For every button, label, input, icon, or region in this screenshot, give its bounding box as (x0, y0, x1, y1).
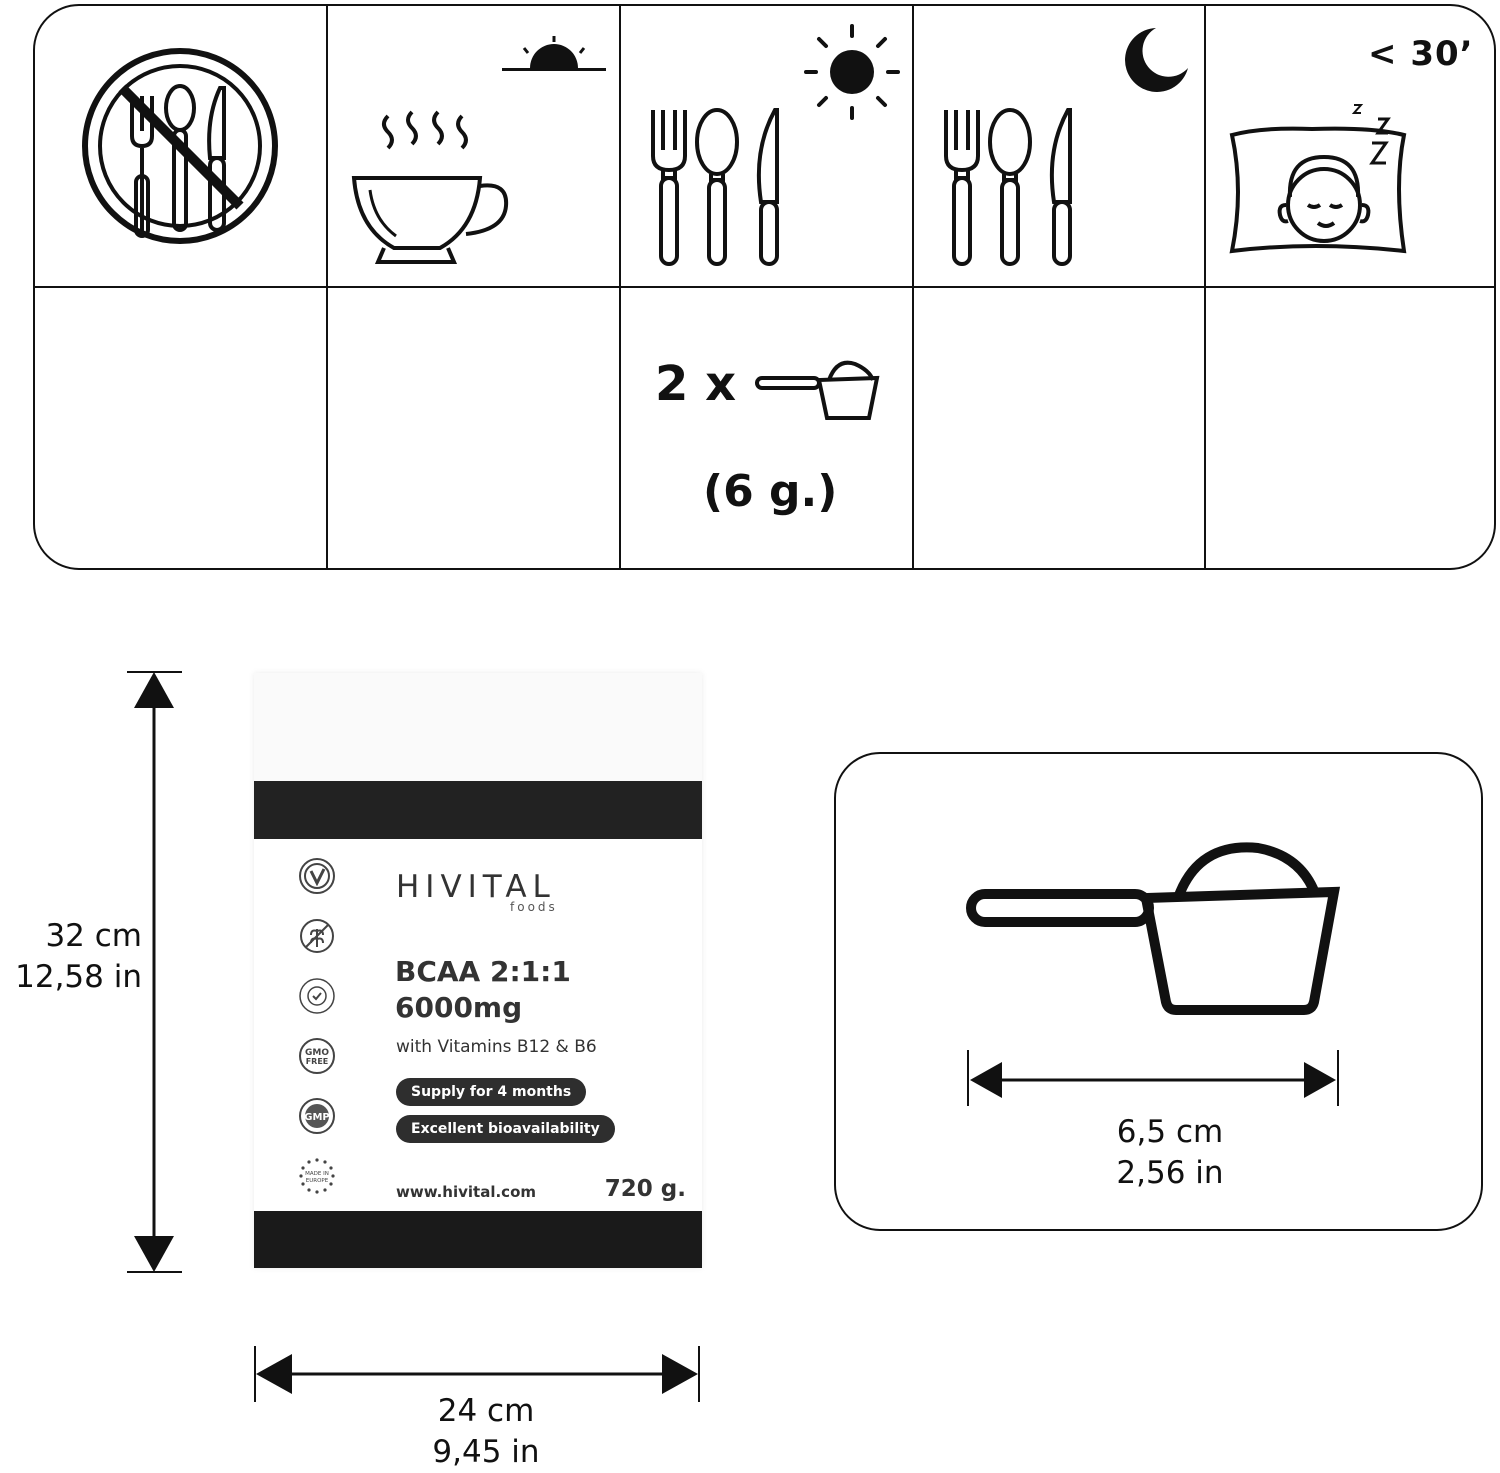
sunrise-icon (502, 36, 606, 71)
sun-icon (804, 24, 900, 120)
svg-text:GMP: GMP (304, 1112, 330, 1123)
pill-bioavailability: Excellent bioavailability (396, 1115, 615, 1143)
cutlery-icon (944, 108, 1072, 266)
brand-subtitle: foods (510, 900, 558, 914)
product-vitamins: with Vitamins B12 & B6 (396, 1037, 597, 1057)
scoop-width-cm: 6,5 cm (1116, 1114, 1224, 1150)
dosage-schedule-table: 2 x (6 g.) < 30’ (33, 4, 1496, 570)
gmp-badge-icon: GMP (298, 1097, 336, 1135)
product-bag: HIVITAL foods BCAA 2:1:1 6000mg with Vit… (254, 673, 702, 1268)
schedule-cell-bedtime: < 30’ (1206, 6, 1494, 286)
brand-name: HIVITAL (396, 869, 556, 905)
scoop-width-in: 2,56 in (1116, 1155, 1224, 1191)
vegan-badge-icon (298, 857, 336, 895)
bedtime-time-label: < 30’ (1368, 34, 1474, 74)
schedule-cell-breakfast (328, 6, 619, 286)
scoop-width-label: 6,5 cm 2,56 in (1050, 1112, 1290, 1194)
sleeping-face-icon (1229, 104, 1407, 254)
bag-height-cm: 32 cm (45, 918, 142, 954)
bag-width-cm: 24 cm (437, 1393, 535, 1429)
schedule-cell-fasting (35, 6, 326, 286)
cutlery-icon (651, 108, 779, 266)
scoop-width-arrow (967, 1050, 1339, 1106)
product-url: www.hivital.com (396, 1183, 537, 1201)
product-weight: 720 g. (604, 1176, 686, 1202)
svg-text:FREE: FREE (306, 1057, 329, 1066)
pill-supply: Supply for 4 months (396, 1078, 587, 1106)
bag-label-area (254, 839, 702, 1211)
gluten-free-badge-icon (298, 917, 336, 955)
bag-height-label: 32 cm 12,58 in (0, 916, 142, 998)
svg-text:GMO: GMO (305, 1048, 329, 1058)
bag-bottom-band (254, 1211, 702, 1268)
svg-text:EUROPE: EUROPE (306, 1178, 329, 1184)
preservatives-free-badge-icon (298, 977, 336, 1015)
schedule-cell-lunch: 2 x (6 g.) (621, 6, 912, 517)
bag-height-arrow (127, 671, 182, 1273)
product-dose: 6000mg (395, 991, 523, 1024)
dose-count: 2 x (655, 356, 737, 412)
dose-grams: (6 g.) (703, 466, 838, 517)
coffee-cup-icon (351, 110, 509, 264)
schedule-cell-dinner (914, 6, 1205, 286)
bag-width-label: 24 cm 9,45 in (376, 1391, 596, 1473)
row-divider (35, 286, 1494, 288)
bag-height-in: 12,58 in (15, 959, 142, 995)
scoop-size-panel: 6,5 cm 2,56 in (834, 752, 1483, 1231)
svg-text:MADE IN: MADE IN (305, 1171, 329, 1177)
moon-icon (1125, 28, 1188, 92)
no-eating-icon (82, 48, 278, 244)
bag-width-arrow (254, 1346, 700, 1402)
scoop-icon (755, 360, 880, 420)
bag-top-band (254, 781, 702, 839)
product-name: BCAA 2:1:1 (395, 955, 571, 988)
bag-width-in: 9,45 in (432, 1434, 540, 1470)
scoop-icon (966, 842, 1341, 1015)
